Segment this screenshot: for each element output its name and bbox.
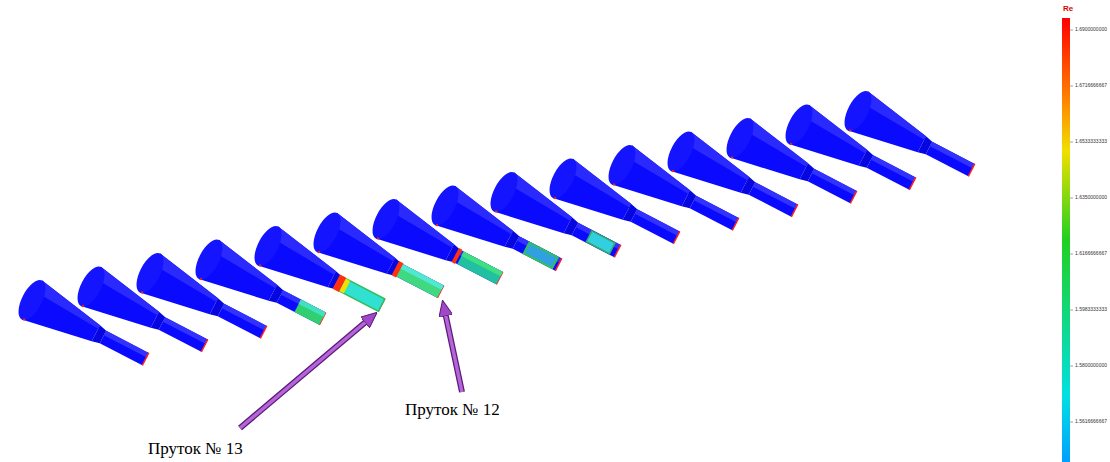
scale-value: 1.6166666667 xyxy=(1075,251,1107,256)
pointer-arrow xyxy=(240,320,368,428)
scale-value: 1.5983333333 xyxy=(1075,307,1107,312)
pointer-arrow xyxy=(240,320,368,428)
pointer-arrow xyxy=(445,312,462,392)
scale-value: 1.5616666667 xyxy=(1075,419,1107,424)
scale-value: 1.6716666667 xyxy=(1075,83,1107,88)
rod xyxy=(839,87,982,190)
scale-value: 1.6533333333 xyxy=(1075,139,1107,144)
color-scale-bar xyxy=(1062,18,1070,462)
scale-title: Re xyxy=(1063,5,1073,13)
callout-label: Пруток № 13 xyxy=(148,440,243,457)
scale-value: 1.6900000000 xyxy=(1075,27,1107,32)
scale-value: 1.6350000000 xyxy=(1075,195,1107,200)
color-scale xyxy=(1062,18,1073,462)
rods xyxy=(13,87,982,379)
scale-value: 1.5800000000 xyxy=(1075,363,1107,368)
callout-label: Пруток № 12 xyxy=(405,401,500,418)
pointer-arrow xyxy=(445,312,462,392)
